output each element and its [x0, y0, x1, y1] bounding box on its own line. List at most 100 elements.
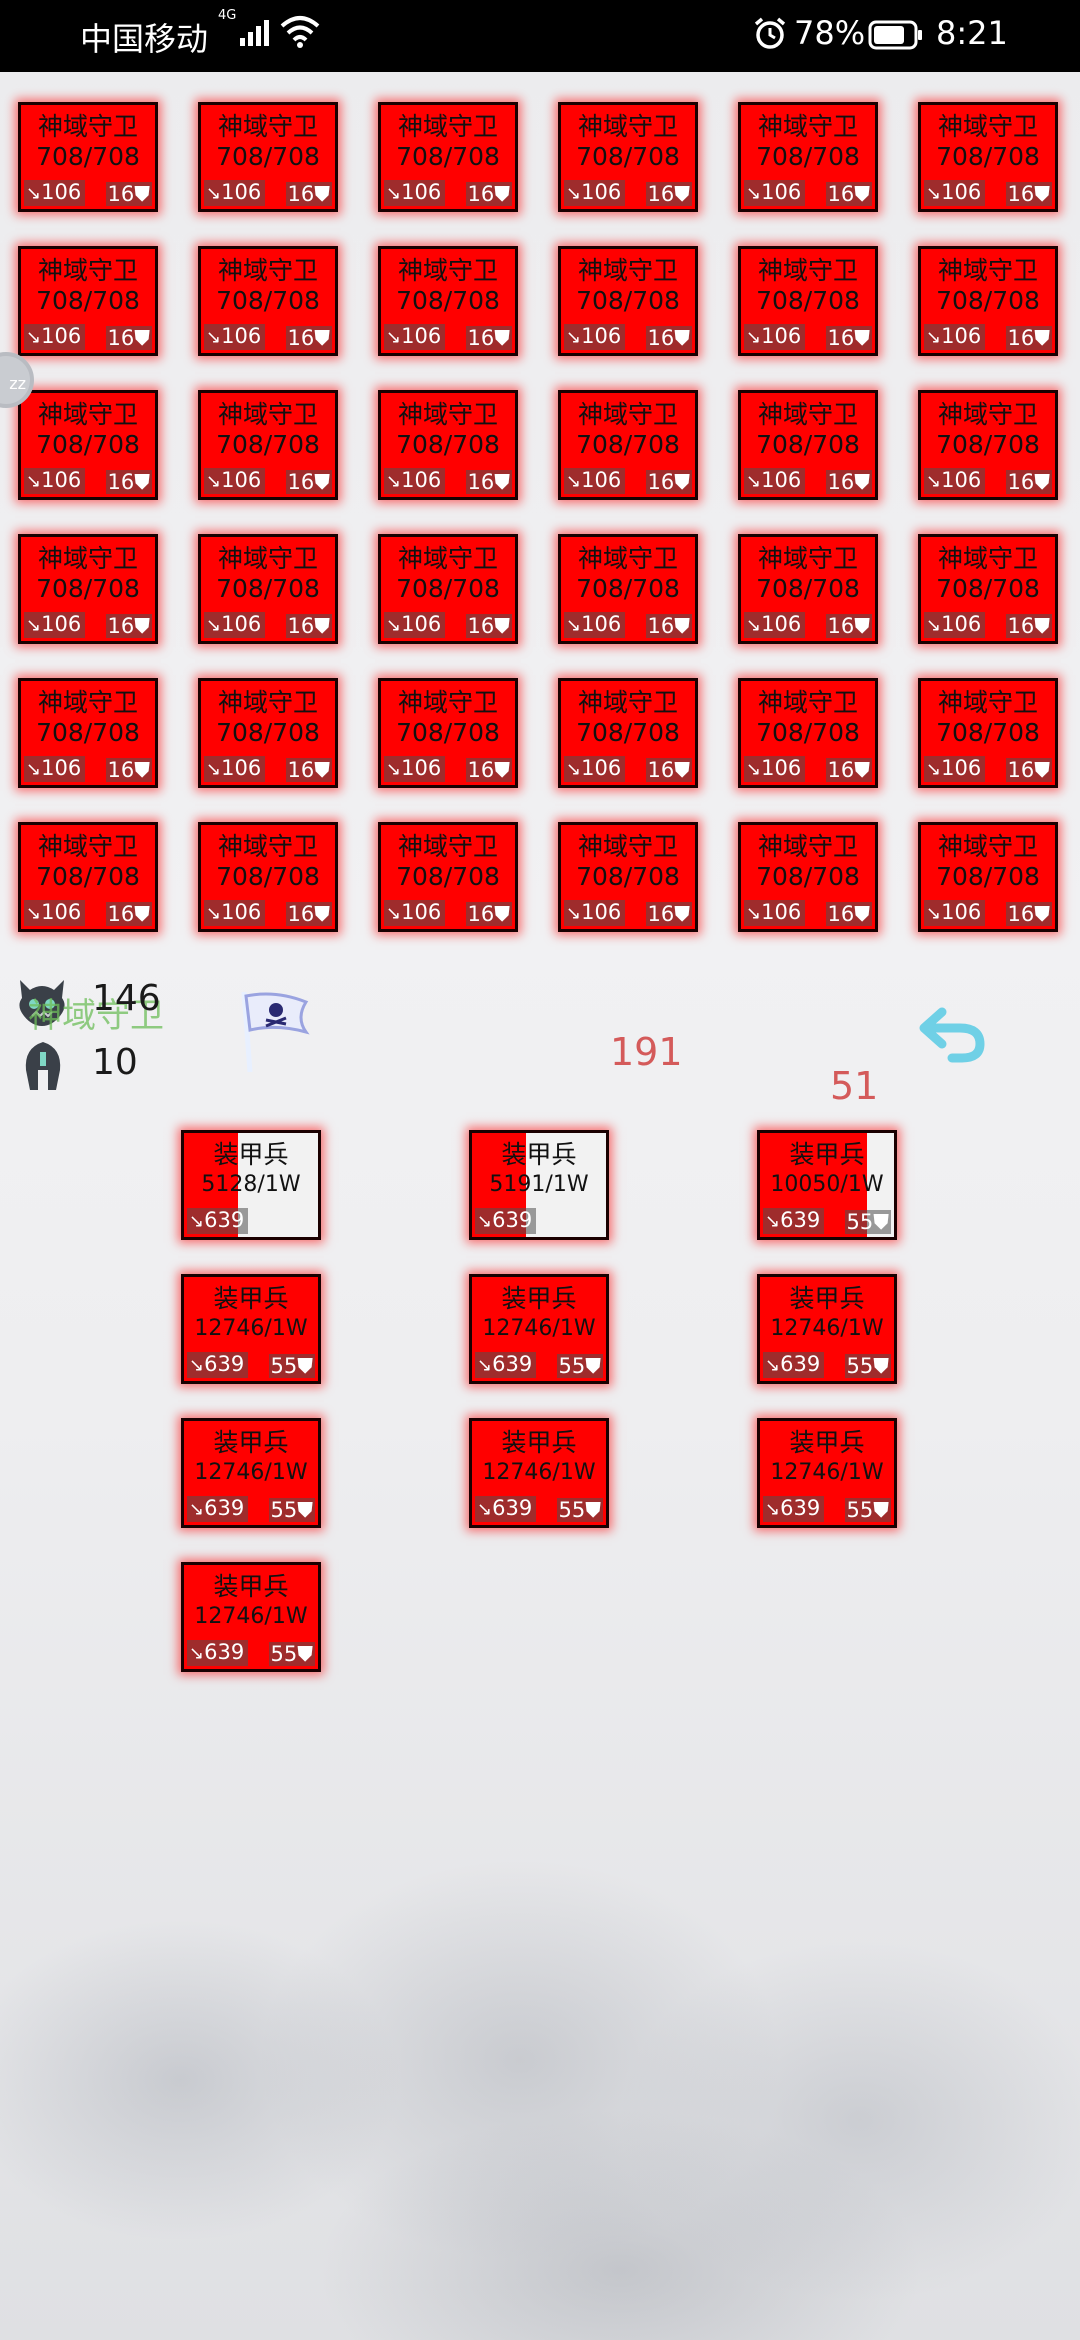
unit-hp: 708/708 [936, 286, 1040, 315]
shield-icon: ⛊ [854, 326, 870, 350]
attack-stat: ↘106 [924, 612, 986, 638]
attack-stat: ↘106 [564, 180, 626, 206]
shield-icon: ⛊ [873, 1210, 889, 1234]
attack-stat: ↘639 [475, 1208, 537, 1234]
attack-value: 639 [492, 1208, 533, 1232]
defense-stat: 55⛊ [844, 1210, 891, 1234]
unit-hp: 708/708 [936, 574, 1040, 603]
undo-arrow-icon[interactable] [918, 1004, 988, 1064]
unit-hp: 708/708 [576, 862, 680, 891]
unit-hp: 708/708 [396, 286, 500, 315]
unit-name: 装甲兵 [789, 1428, 865, 1457]
sword-icon: ↘ [26, 471, 42, 492]
attack-value: 106 [41, 900, 82, 924]
attack-value: 106 [761, 180, 802, 204]
attack-stat: ↘106 [24, 900, 86, 926]
attack-value: 106 [581, 900, 622, 924]
shield-icon: ⛊ [314, 758, 330, 782]
attack-value: 106 [221, 900, 262, 924]
defense-stat: 16⛊ [285, 470, 332, 494]
defense-value: 16 [827, 470, 855, 494]
sword-icon: ↘ [926, 183, 942, 204]
unit-hp: 12746/1W [194, 1460, 308, 1485]
attack-value: 106 [41, 468, 82, 492]
unit-name: 神域守卫 [757, 112, 858, 141]
sword-icon: ↘ [765, 1355, 781, 1376]
attack-value: 106 [761, 612, 802, 636]
attack-stat: ↘106 [564, 468, 626, 494]
defense-value: 16 [647, 182, 675, 206]
damage-number: 51 [830, 1064, 879, 1108]
unit-name: 神域守卫 [37, 400, 138, 429]
attack-value: 106 [41, 324, 82, 348]
sword-icon: ↘ [746, 471, 762, 492]
defense-value: 16 [827, 614, 855, 638]
shield-icon: ⛊ [1034, 902, 1050, 926]
attack-value: 639 [780, 1208, 821, 1232]
shield-icon: ⛊ [314, 470, 330, 494]
defense-stat: 16⛊ [285, 182, 332, 206]
unit-name: 神域守卫 [757, 832, 858, 861]
enemy-name-ghost: 神域守卫 [28, 996, 164, 1036]
defense-value: 16 [287, 758, 315, 782]
defense-value: 55 [270, 1354, 298, 1378]
unit-name: 神域守卫 [937, 832, 1038, 861]
pirate-flag-icon[interactable] [236, 988, 312, 1074]
defense-value: 55 [846, 1210, 874, 1234]
unit-name: 神域守卫 [397, 832, 498, 861]
unit-hp: 708/708 [936, 430, 1040, 459]
shield-icon: ⛊ [1034, 182, 1050, 206]
defense-stat: 16⛊ [285, 326, 332, 350]
attack-value: 639 [204, 1208, 245, 1232]
attack-value: 106 [41, 756, 82, 780]
attack-value: 106 [581, 612, 622, 636]
alarm-icon [754, 17, 786, 49]
